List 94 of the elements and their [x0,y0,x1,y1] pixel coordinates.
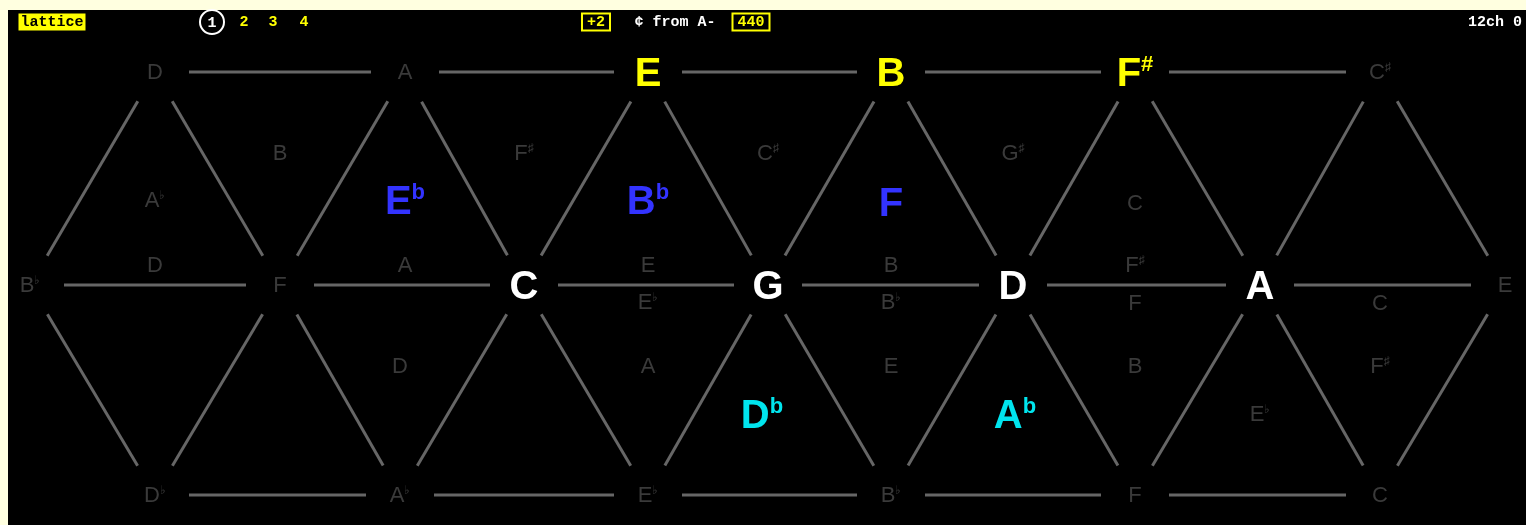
lattice-line [1150,100,1245,257]
note-name: E$^{♭}$ [637,483,659,507]
note-name: E$^{♭}$ [1249,402,1271,426]
note-name: E [1497,274,1513,296]
note-name: A [397,61,413,83]
lattice-line [1169,70,1346,74]
note-name: A$^{♭}$ [389,483,411,507]
value-field: +2 [581,12,611,32]
lattice-line [295,100,390,257]
lattice-line [434,493,614,497]
lattice-line [682,493,857,497]
note-name: E$^{♭}$ [637,290,659,314]
value-field: 440 [731,12,771,32]
selected-page-number: 1 [199,9,225,35]
note-name: B$^{♭}$ [19,273,41,297]
note-name: C$^{♯}$ [1369,60,1391,84]
lattice-line [1294,283,1471,287]
page-number: 3 [268,14,278,30]
lattice-line [663,100,753,257]
lattice-line [558,283,734,287]
lattice-line [420,100,509,257]
note-name: B [1127,355,1143,377]
status-text: ¢ from A- [634,14,716,30]
note-name: E [883,355,899,377]
note-name: F [273,274,287,296]
note-name: B [876,52,906,92]
lattice-line [539,100,633,257]
lattice-line [170,100,265,257]
note-name: C$^{♯}$ [757,141,779,165]
chord-name: F [878,182,904,222]
lattice-line [171,313,264,467]
note-name: A [397,254,413,276]
lattice-line [783,313,876,467]
note-name: G [752,265,784,305]
lattice-line [663,313,753,467]
note-name: B [272,142,288,164]
note-name: B [883,254,899,276]
note-name: B$^{♭}$ [880,483,902,507]
note-name: D [147,61,163,83]
lattice-line [1028,313,1120,467]
lattice-line [295,313,385,467]
note-name: C [1127,192,1143,214]
note-name: F$^{♯}$ [514,141,534,165]
note-name: D$^{♭}$ [144,483,166,507]
note-name: C [509,265,539,305]
lattice-line [682,70,857,74]
chord-name: B$^{b}$ [626,180,670,220]
lattice-line [189,70,371,74]
lattice-line [189,493,366,497]
lattice-line [46,313,139,467]
lattice-line [1169,493,1346,497]
lattice-line [314,283,490,287]
status-text: 12ch 0 [1468,14,1522,30]
note-name: A [640,355,656,377]
lattice-line [439,70,614,74]
lattice-line [416,313,508,467]
lattice-line [540,313,632,467]
lattice-line [64,283,246,287]
page-number: 4 [299,14,309,30]
note-name: D [998,265,1028,305]
note-name: G$^{♯}$ [1001,141,1025,165]
lattice-line [906,313,998,467]
note-name: D [392,355,408,377]
chord-name: D$^{b}$ [740,394,784,434]
lattice-line [1395,100,1490,257]
lattice-line [1396,313,1489,467]
note-name: F$^{♯}$ [1370,354,1390,378]
lattice-line [1275,100,1365,257]
lattice-line [802,283,979,287]
note-name: C [1372,484,1388,506]
lattice-line [783,100,876,257]
lattice-line [1028,100,1120,257]
note-name: F$^{♯}$ [1125,253,1145,277]
lattice-line [1047,283,1226,287]
note-name: F [1128,484,1142,506]
note-name: A$^{♭}$ [144,188,166,212]
lattice-line [1151,313,1244,467]
lattice-line [925,70,1101,74]
note-name: A [1245,265,1275,305]
note-name: F$^{#}$ [1116,52,1154,92]
chord-name: E$^{b}$ [384,180,426,220]
lattice-line [45,100,140,257]
note-name: D [147,254,163,276]
note-name: C [1372,292,1388,314]
chord-name: A$^{b}$ [993,394,1037,434]
note-name: E [634,52,662,92]
lattice-line [1275,313,1365,467]
lattice-line [906,100,998,257]
note-name: F [1128,292,1142,314]
page-number: 2 [239,14,249,30]
note-name: E [640,254,656,276]
mode-tab: lattice [18,13,86,31]
note-name: B$^{♭}$ [880,290,902,314]
lattice-line [925,493,1101,497]
